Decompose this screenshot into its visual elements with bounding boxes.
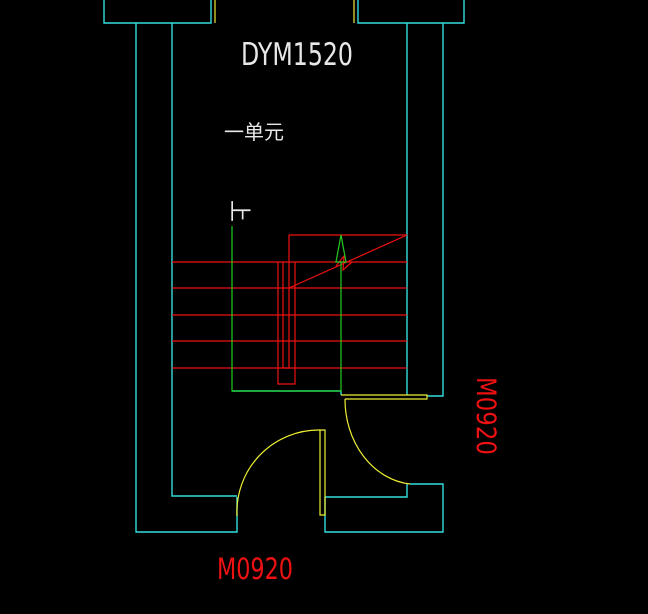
stair-direction-line bbox=[231, 226, 347, 392]
wall-lines bbox=[103, 0, 465, 533]
stair-flights bbox=[172, 234, 408, 385]
unit-name-label: 一单元 bbox=[224, 120, 284, 144]
stair-direction-label: 上 bbox=[226, 200, 251, 222]
top-door-posts bbox=[214, 0, 355, 23]
direction-arrow bbox=[335, 234, 347, 263]
bottom-door-leaf bbox=[319, 429, 326, 516]
bottom-door-code-label: M0920 bbox=[217, 552, 293, 586]
side-door-swing bbox=[344, 398, 411, 485]
wall-bottom-right bbox=[324, 483, 444, 533]
stair-well-inner bbox=[282, 235, 290, 369]
bottom-door-swing bbox=[236, 429, 321, 517]
wall-top-right bbox=[357, 0, 465, 24]
wall-top-left bbox=[103, 0, 212, 24]
stair-break-zigzag bbox=[335, 254, 353, 272]
stair-well-outer bbox=[277, 262, 296, 385]
side-door-code-label: M0920 bbox=[470, 377, 501, 455]
top-door-code-label: DYM1520 bbox=[241, 37, 353, 73]
door-symbols bbox=[236, 394, 428, 517]
stair-break-line bbox=[288, 234, 408, 289]
wall-left-inner bbox=[171, 23, 237, 497]
side-door-leaf bbox=[341, 394, 428, 400]
direction-path bbox=[231, 226, 342, 392]
wall-bottom-right-inner bbox=[325, 484, 408, 498]
wall-right-outer bbox=[427, 23, 444, 397]
